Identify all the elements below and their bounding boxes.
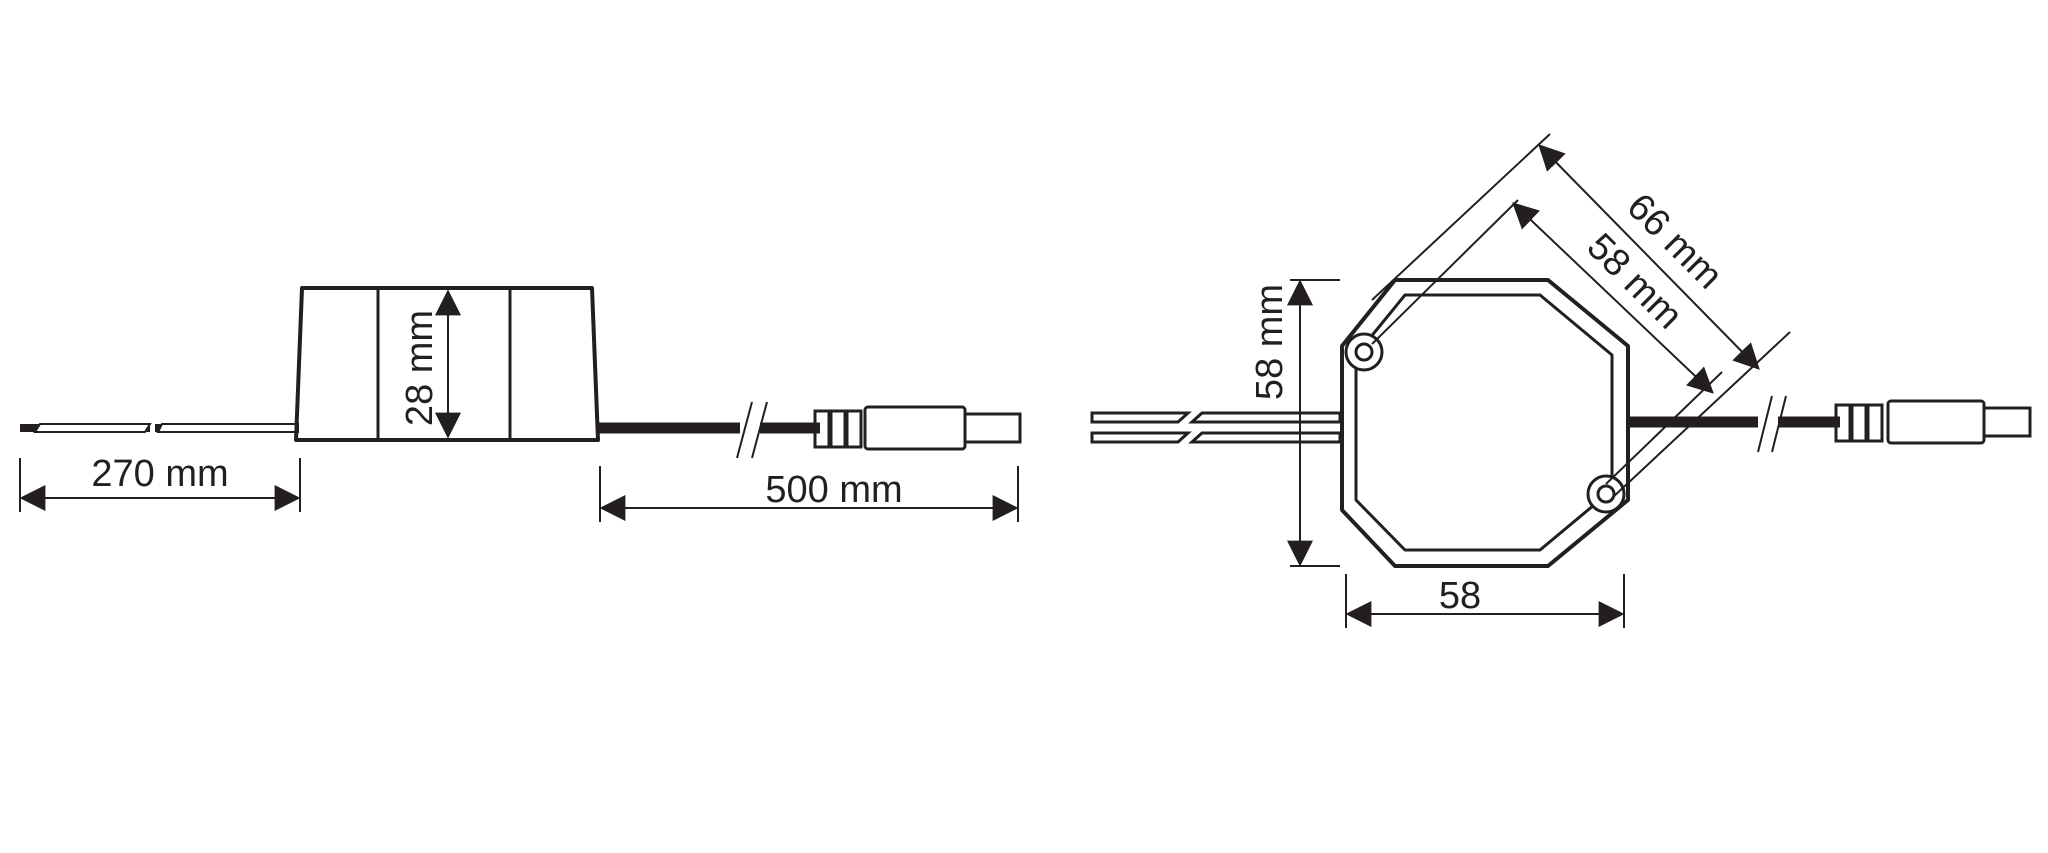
dc-plug-top [1834,399,2032,445]
housing-side [294,286,600,442]
housing-top [1340,278,1630,568]
input-cable [20,423,299,433]
height-label: 28 mm [399,310,441,426]
dc-plug-side [813,405,1022,451]
input-length-dimension: 270 mm [19,453,301,512]
output-length-dimension: 500 mm [599,466,1019,522]
height-label-top: 58 mm [1249,284,1291,400]
side-view: 28 mm 270 mm 500 mm [19,286,1022,522]
output-cable [598,401,820,459]
output-cable-top [1628,395,1840,453]
width-label-top: 58 [1439,575,1481,617]
output-length-label: 500 mm [765,469,902,511]
height-dimension-top: 58 mm [1249,279,1340,567]
width-dimension-top: 58 [1345,574,1625,628]
input-length-label: 270 mm [91,453,228,495]
top-view: 58 mm 58 66 mm 58 mm [1090,133,2032,628]
input-cable-top [1090,411,1342,444]
diagonal-outer-dimension: 66 mm [1371,133,1791,499]
height-dimension: 28 mm [399,289,461,439]
